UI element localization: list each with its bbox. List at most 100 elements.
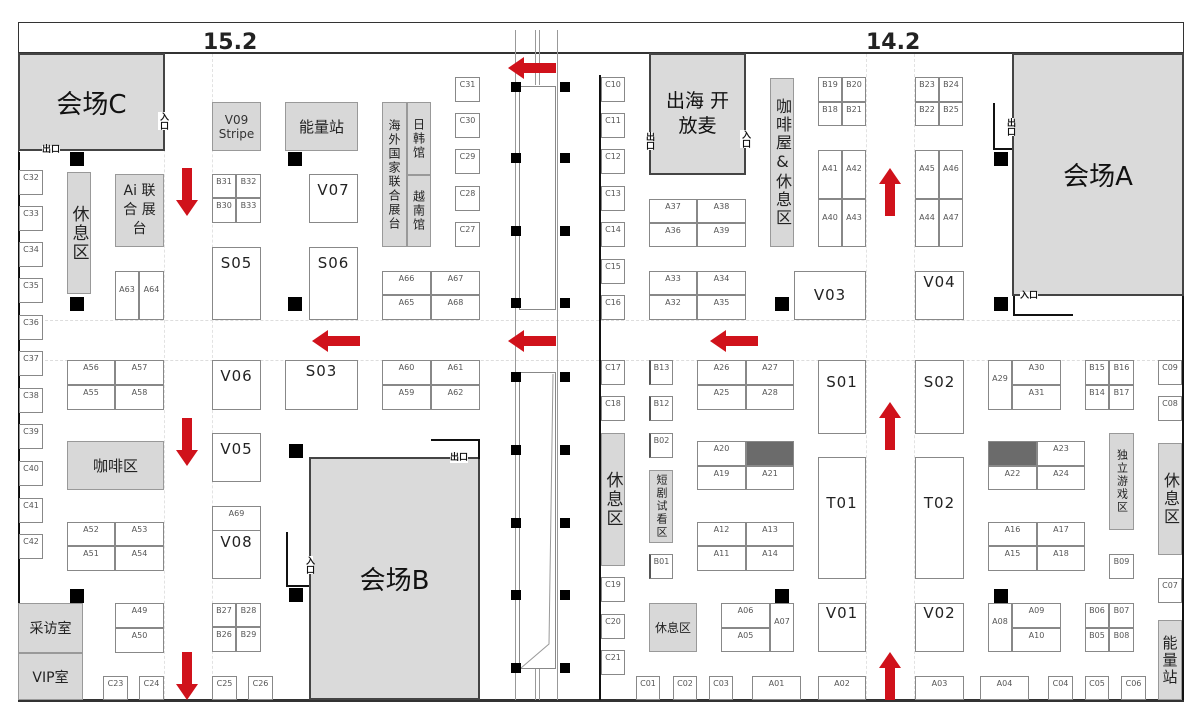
booth-a23[interactable]: A23 [1037, 441, 1085, 466]
booth-b08[interactable]: B08 [1109, 628, 1134, 652]
booth-a33[interactable]: A33 [649, 271, 697, 295]
overseas-joint-pavilion[interactable]: 海外国家联合展台 [382, 102, 407, 247]
booth-a61[interactable]: A61 [431, 360, 480, 385]
booth-a09[interactable]: A09 [1012, 603, 1061, 628]
booth-a49[interactable]: A49 [115, 603, 164, 628]
booth-c02[interactable]: C02 [673, 676, 697, 700]
booth-v08[interactable]: V08 [212, 530, 261, 579]
booth-a62[interactable]: A62 [431, 385, 480, 410]
booth-s03[interactable]: S03 [285, 360, 358, 410]
booth-b27[interactable]: B27 [212, 603, 236, 627]
booth-c29[interactable]: C29 [455, 149, 480, 174]
booth-c23[interactable]: C23 [103, 676, 128, 700]
booth-a66[interactable]: A66 [382, 271, 431, 295]
booth-a41[interactable]: A41 [818, 150, 842, 199]
booth-c26[interactable]: C26 [248, 676, 273, 700]
booth-c28[interactable]: C28 [455, 186, 480, 211]
booth-a60[interactable]: A60 [382, 360, 431, 385]
booth-a69[interactable]: A69 [212, 506, 261, 531]
booth-a47[interactable]: A47 [939, 199, 963, 247]
booth-a43[interactable]: A43 [842, 199, 866, 247]
booth-b12[interactable]: B12 [649, 396, 673, 421]
booth-v02[interactable]: V02 [915, 603, 964, 652]
booth-a37[interactable]: A37 [649, 199, 697, 223]
booth-a28[interactable]: A28 [746, 385, 794, 410]
booth-b24[interactable]: B24 [939, 77, 963, 102]
booth-a27[interactable]: A27 [746, 360, 794, 385]
booth-a20[interactable]: A20 [697, 441, 746, 466]
energy-station-left[interactable]: 能量站 [285, 102, 358, 151]
japan-korea-pavilion[interactable]: 日韩馆 [407, 102, 431, 175]
booth-a54[interactable]: A54 [115, 546, 164, 571]
booth-a12[interactable]: A12 [697, 522, 746, 546]
booth-s02[interactable]: S02 [915, 360, 964, 434]
booth-a64[interactable]: A64 [139, 271, 164, 320]
booth-a46[interactable]: A46 [939, 150, 963, 199]
booth-a04[interactable]: A04 [980, 676, 1029, 700]
booth-c07[interactable]: C07 [1158, 578, 1182, 603]
booth-a32[interactable]: A32 [649, 295, 697, 320]
booth-c12[interactable]: C12 [601, 149, 625, 174]
booth-a18[interactable]: A18 [1037, 546, 1085, 571]
booth-a63[interactable]: A63 [115, 271, 139, 320]
booth-b17[interactable]: B17 [1109, 385, 1134, 410]
booth-a38[interactable]: A38 [697, 199, 746, 223]
booth-a55[interactable]: A55 [67, 385, 115, 410]
booth-c18[interactable]: C18 [601, 396, 625, 421]
booth-c36[interactable]: C36 [19, 315, 43, 340]
booth-c15[interactable]: C15 [601, 259, 625, 284]
booth-a17[interactable]: A17 [1037, 522, 1085, 546]
rest-zone-left[interactable]: 休息区 [67, 172, 91, 294]
booth-b20[interactable]: B20 [842, 77, 866, 102]
booth-t02[interactable]: T02 [915, 457, 964, 579]
booth-a40[interactable]: A40 [818, 199, 842, 247]
booth-a19[interactable]: A19 [697, 466, 746, 490]
booth-b14[interactable]: B14 [1085, 385, 1109, 410]
booth-v03[interactable]: V03 [794, 271, 866, 320]
booth-b05[interactable]: B05 [1085, 628, 1109, 652]
booth-c27[interactable]: C27 [455, 222, 480, 247]
booth-b15[interactable]: B15 [1085, 360, 1109, 385]
booth-b09[interactable]: B09 [1109, 554, 1134, 579]
booth-b28[interactable]: B28 [236, 603, 261, 627]
booth-c37[interactable]: C37 [19, 351, 43, 376]
booth-c08[interactable]: C08 [1158, 396, 1182, 421]
booth-a01[interactable]: A01 [752, 676, 801, 700]
booth-b18[interactable]: B18 [818, 102, 842, 126]
booth-b32[interactable]: B32 [236, 174, 261, 198]
booth-a53[interactable]: A53 [115, 522, 164, 546]
vietnam-pavilion[interactable]: 越南馆 [407, 175, 431, 247]
booth-a16[interactable]: A16 [988, 522, 1037, 546]
booth-a56[interactable]: A56 [67, 360, 115, 385]
booth-a10[interactable]: A10 [1012, 628, 1061, 652]
booth-c31[interactable]: C31 [455, 77, 480, 102]
booth-a30[interactable]: A30 [1012, 360, 1061, 385]
booth-a36[interactable]: A36 [649, 223, 697, 247]
booth-a67[interactable]: A67 [431, 271, 480, 295]
booth-a42[interactable]: A42 [842, 150, 866, 199]
booth-c30[interactable]: C30 [455, 113, 480, 138]
booth-a31[interactable]: A31 [1012, 385, 1061, 410]
booth-a08[interactable]: A08 [988, 603, 1012, 652]
coffee-house-rest-zone[interactable]: 咖啡屋&休息区 [770, 78, 794, 247]
interview-room[interactable]: 采访室 [18, 603, 83, 653]
booth-a68[interactable]: A68 [431, 295, 480, 320]
rest-zone-middle[interactable]: 休息区 [601, 433, 625, 566]
booth-b25[interactable]: B25 [939, 102, 963, 126]
booth-b21[interactable]: B21 [842, 102, 866, 126]
booth-a58[interactable]: A58 [115, 385, 164, 410]
booth-b07[interactable]: B07 [1109, 603, 1134, 628]
booth-v06[interactable]: V06 [212, 360, 261, 410]
short-drama-preview-zone[interactable]: 短剧试看区 [649, 470, 673, 543]
booth-v09-stripe[interactable]: V09 Stripe [212, 102, 261, 151]
booth-a44[interactable]: A44 [915, 199, 939, 247]
booth-v01[interactable]: V01 [818, 603, 866, 652]
booth-a02[interactable]: A02 [818, 676, 866, 700]
booth-c05[interactable]: C05 [1085, 676, 1109, 700]
booth-c39[interactable]: C39 [19, 424, 43, 449]
booth-c32[interactable]: C32 [19, 170, 43, 195]
booth-a14[interactable]: A14 [746, 546, 794, 571]
booth-b23[interactable]: B23 [915, 77, 939, 102]
booth-c11[interactable]: C11 [601, 113, 625, 138]
vip-room[interactable]: VIP室 [18, 653, 83, 700]
